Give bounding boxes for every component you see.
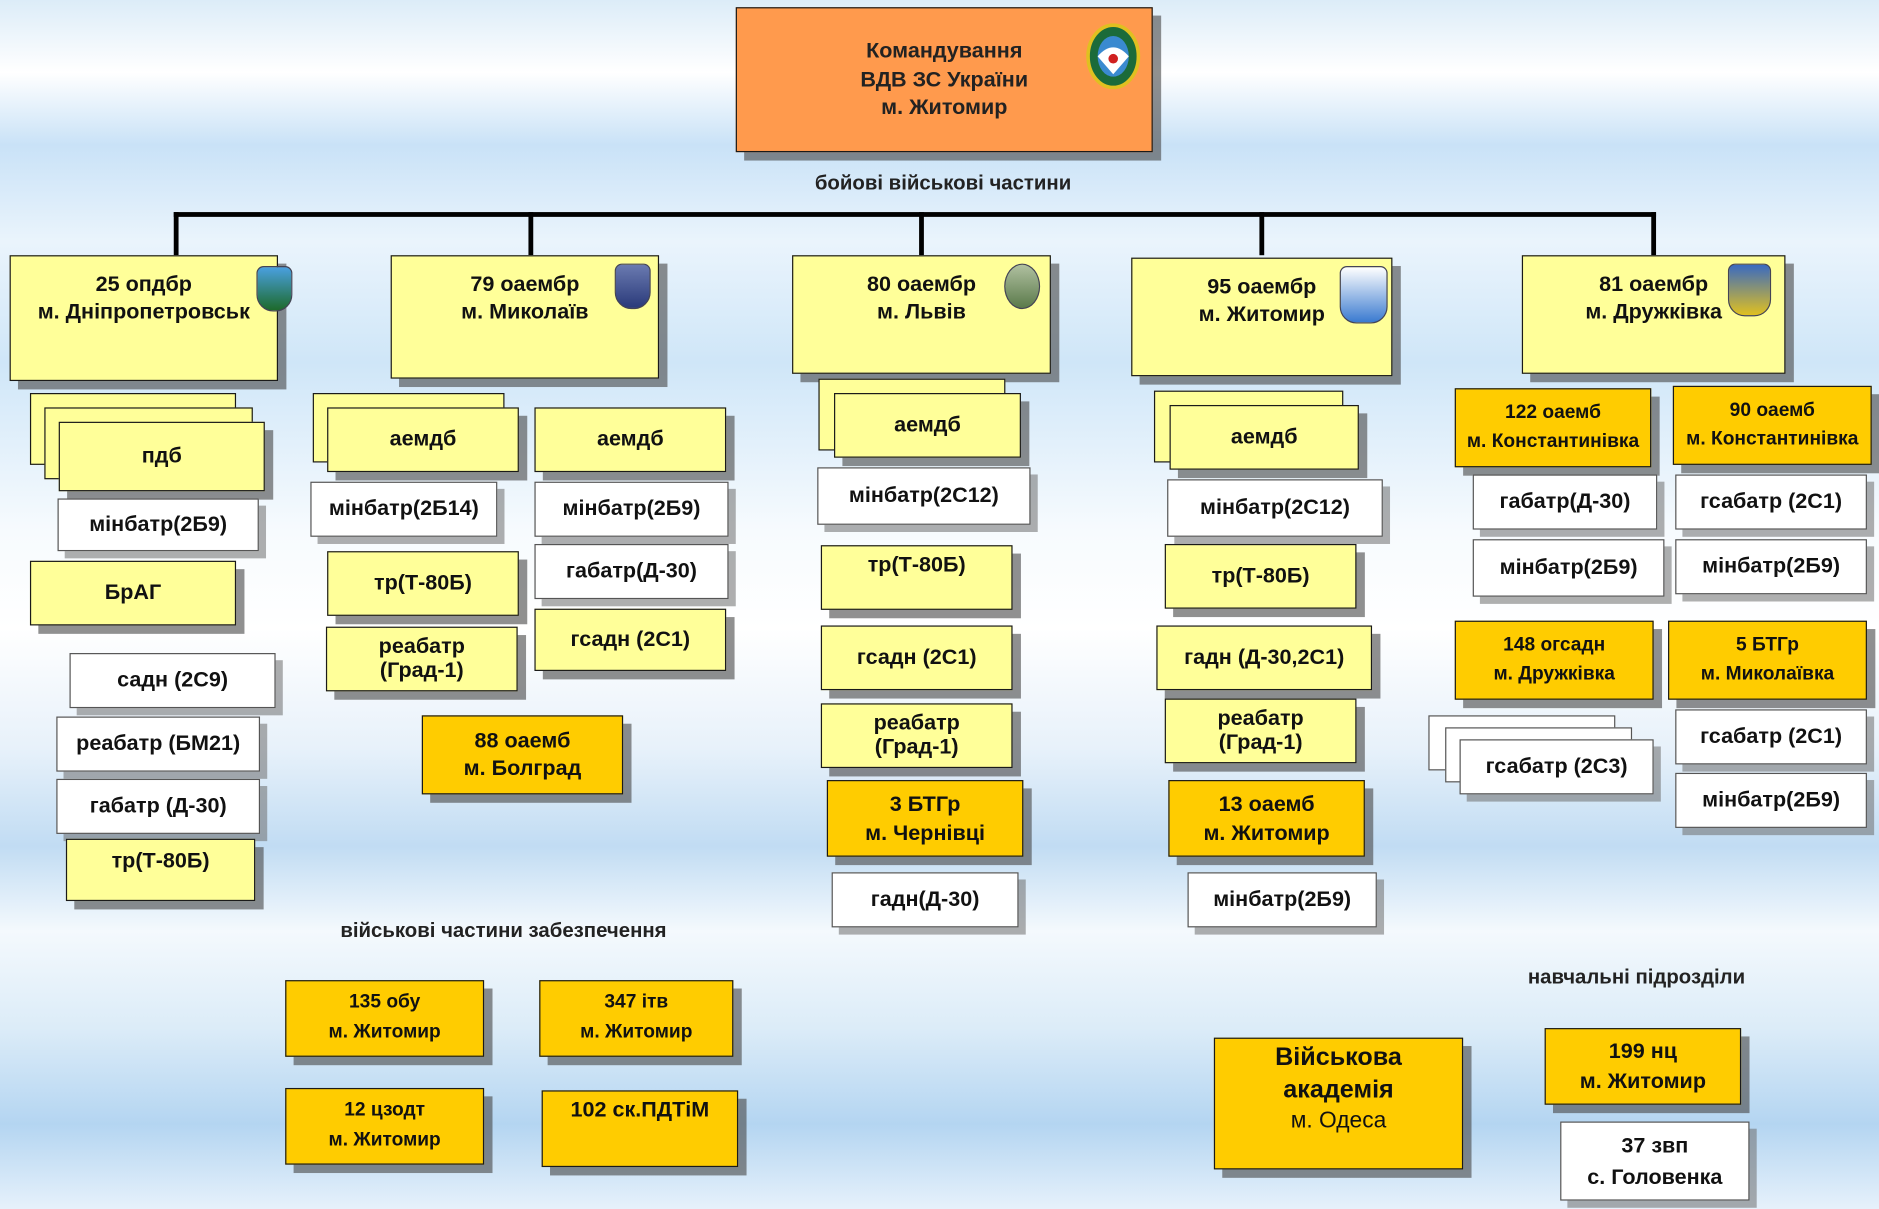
training-caption: навчальні підрозділи	[1527, 965, 1746, 989]
brigade-emblem-icon	[1727, 263, 1772, 317]
unit-95-minbatr-2c12: мінбатр(2С12)	[1167, 479, 1383, 537]
unit-95-reabatr: реабатр (Град-1)	[1164, 698, 1357, 764]
unit-25-pdb: пдб	[58, 421, 265, 492]
unit-25-tr: тр(Т-80Б)	[65, 838, 256, 902]
unit-81-minbatr-a: мінбатр(2Б9)	[1472, 539, 1665, 597]
support-12-tszodt: 12 цзодт м. Житомир	[285, 1087, 485, 1165]
unit-79-minbatr-2b14: мінбатр(2Б14)	[310, 481, 498, 537]
command-line1: Командування	[866, 38, 1023, 63]
unit-81-90-oaemb: 90 оаемб м. Константинівка	[1672, 385, 1872, 465]
support-135-obu: 135 обу м. Житомир	[285, 980, 485, 1057]
military-academy: Військова академія м. Одеса	[1213, 1037, 1464, 1170]
unit-25-brag: БрАГ	[29, 560, 237, 626]
brigade-80-city: м. Львів	[877, 300, 966, 324]
unit-79-minbatr-2b9: мінбатр(2Б9)	[534, 481, 729, 537]
unit-81-minbatr-b: мінбатр(2Б9)	[1675, 539, 1867, 595]
unit-79-gsadn: гсадн (2С1)	[534, 608, 727, 671]
unit-80-tr: тр(Т-80Б)	[820, 545, 1013, 610]
unit-79-reabatr: реабатр (Град-1)	[325, 626, 518, 692]
brigade-emblem-icon	[1004, 263, 1041, 310]
support-102-sk-pdtim: 102 ск.ПДТіМ	[541, 1090, 739, 1168]
unit-25-minbatr: мінбатр(2Б9)	[57, 498, 259, 552]
connector-drop-95	[1259, 212, 1265, 256]
unit-81-gsabatr-2c3: гсабатр (2С3)	[1459, 739, 1654, 795]
brigade-25-city: м. Дніпропетровськ	[37, 300, 250, 324]
unit-81-148-ogsadn: 148 огсадн м. Дружківка	[1454, 620, 1654, 700]
unit-79-88-oaemb: 88 оаемб м. Болград	[421, 715, 624, 795]
unit-79-aemdb-b: аемдб	[534, 407, 727, 473]
unit-81-5-btgr: 5 БТГр м. Миколаївка	[1668, 620, 1867, 700]
command-box: Командування ВДВ ЗС України м. Житомир	[735, 7, 1153, 153]
training-37-zvp: 37 звп с. Головенка	[1560, 1121, 1750, 1201]
command-line3: м. Житомир	[881, 94, 1008, 119]
brigade-81-city: м. Дружківка	[1585, 300, 1722, 324]
brigade-95-city: м. Житомир	[1198, 302, 1325, 327]
unit-25-sadn: садн (2С9)	[69, 653, 276, 709]
brigade-79-city: м. Миколаїв	[461, 300, 589, 324]
unit-95-tr: тр(Т-80Б)	[1164, 543, 1357, 609]
unit-80-minbatr: мінбатр(2С12)	[817, 467, 1031, 525]
airborne-command-emblem-icon	[1086, 23, 1141, 90]
brigade-emblem-icon	[1339, 266, 1388, 324]
brigade-80-name: 80 оаембр	[866, 271, 977, 296]
unit-25-reabatr: реабатр (БМ21)	[56, 716, 261, 772]
brigade-25: 25 опдбр м. Дніпропетровськ	[9, 255, 279, 382]
unit-80-3-btgr: 3 БТГр м. Чернівці	[826, 780, 1024, 857]
brigade-emblem-icon	[256, 266, 293, 312]
connector-horizontal	[173, 212, 1657, 217]
brigade-95-name: 95 оаембр	[1207, 274, 1317, 299]
unit-81-gabatr: габатр(Д-30)	[1472, 474, 1658, 530]
unit-95-gadn: гадн (Д-30,2С1)	[1156, 625, 1373, 691]
unit-95-aemdb: аемдб	[1169, 404, 1359, 470]
support-caption: військові частини забезпечення	[340, 919, 667, 942]
unit-25-gabatr: габатр (Д-30)	[56, 778, 261, 834]
combat-caption: бойові військові частини	[814, 171, 1072, 195]
connector-drop-79	[528, 212, 534, 256]
support-347-itv: 347 ітв м. Житомир	[539, 980, 734, 1057]
brigade-79: 79 оаембр м. Миколаїв	[390, 255, 660, 379]
unit-95-13-oaemb: 13 оаемб м. Житомир	[1168, 780, 1365, 857]
connector-drop-25	[173, 212, 179, 256]
training-199-nts: 199 нц м. Житомир	[1544, 1028, 1742, 1105]
unit-81-gsabatr-2c1-a: гсабатр (2С1)	[1675, 474, 1867, 530]
brigade-81-name: 81 оаембр	[1599, 271, 1709, 296]
command-line2: ВДВ ЗС України	[860, 66, 1029, 91]
unit-81-122-oaemb: 122 оаемб м. Константинівка	[1454, 388, 1652, 468]
unit-79-aemdb-a: аемдб	[327, 407, 519, 473]
connector-drop-81	[1651, 212, 1657, 256]
unit-80-gadn: гадн(Д-30)	[831, 872, 1019, 928]
connector-drop-80	[919, 212, 924, 256]
unit-79-gabatr: габатр(Д-30)	[534, 543, 729, 600]
brigade-emblem-icon	[614, 263, 651, 310]
unit-80-reabatr: реабатр (Град-1)	[820, 703, 1013, 769]
unit-81-gsabatr-2c1-b: гсабатр (2С1)	[1675, 709, 1867, 765]
unit-79-tr: тр(Т-80Б)	[327, 551, 519, 616]
unit-80-aemdb: аемдб	[834, 393, 1021, 458]
brigade-79-name: 79 оаембр	[470, 271, 580, 296]
unit-95-minbatr-2b9: мінбатр(2Б9)	[1187, 872, 1377, 928]
unit-81-minbatr-c: мінбатр(2Б9)	[1675, 772, 1867, 828]
brigade-25-name: 25 опдбр	[95, 271, 192, 296]
unit-80-gsadn: гсадн (2С1)	[820, 625, 1013, 691]
